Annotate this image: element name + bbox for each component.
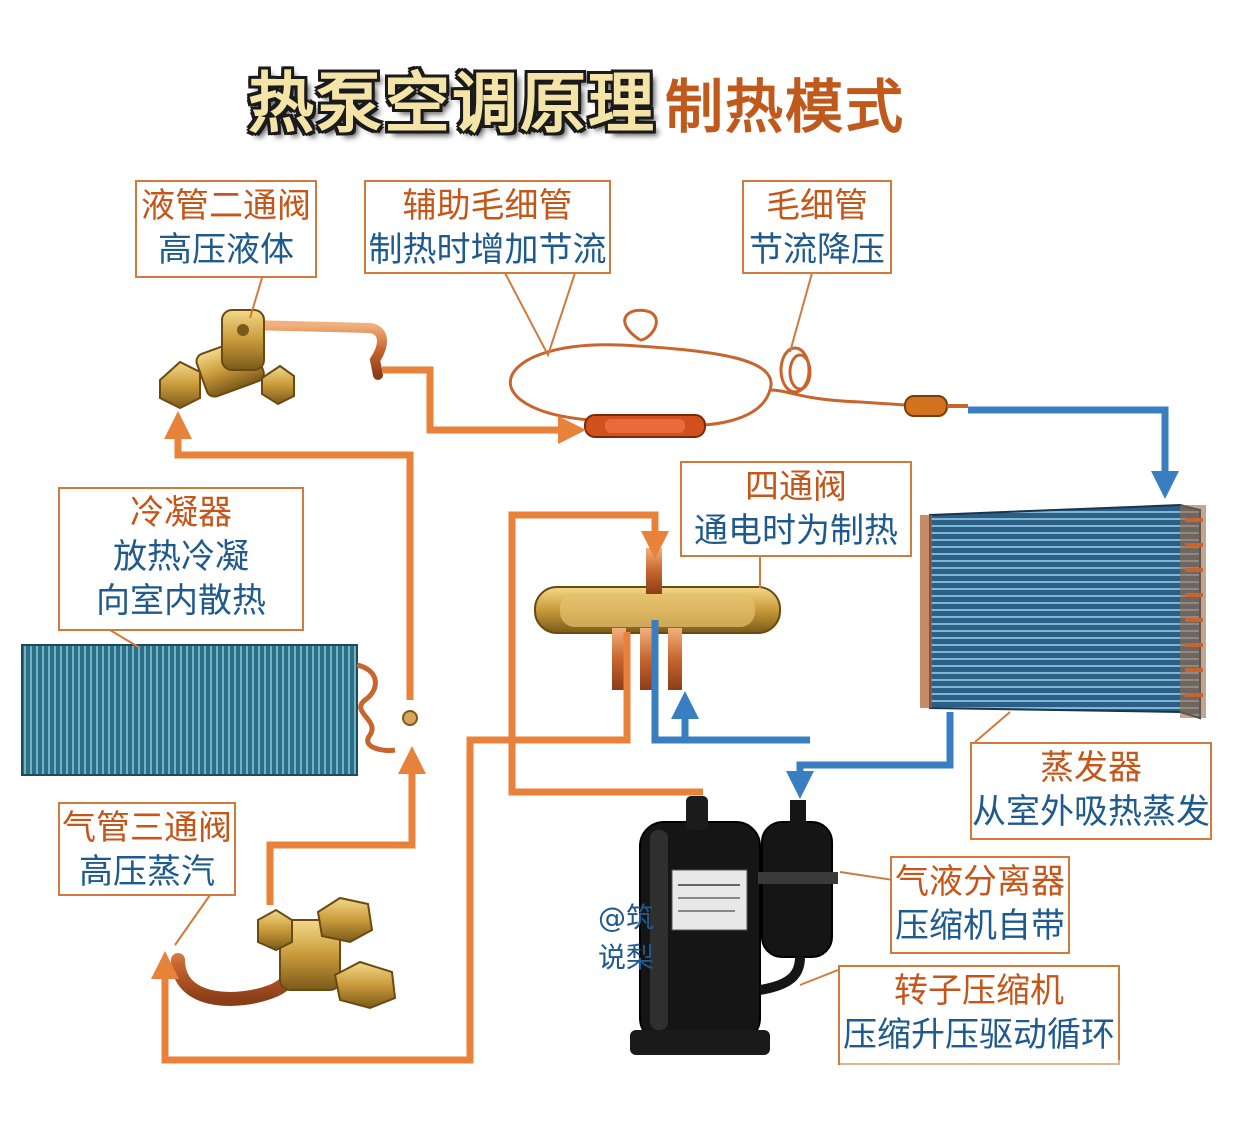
label-four-way-valve-desc: 通电时为制热 <box>694 511 898 551</box>
condenser-image <box>21 644 418 776</box>
label-liquid-valve: 液管二通阀 高压液体 <box>135 180 317 278</box>
label-evaporator: 蒸发器 从室外吸热蒸发 <box>970 742 1212 840</box>
label-evaporator-desc: 从室外吸热蒸发 <box>972 792 1210 832</box>
leader-lines <box>109 272 1011 986</box>
label-condenser-desc2: 向室内散热 <box>96 581 266 621</box>
label-separator-name: 气液分离器 <box>895 862 1065 902</box>
bottom-fade <box>840 1060 1240 1125</box>
label-condenser-desc1: 放热冷凝 <box>113 537 249 577</box>
label-capillary: 毛细管 节流降压 <box>742 180 892 274</box>
aux-capillary-image <box>508 308 773 438</box>
label-liquid-valve-desc: 高压液体 <box>158 230 294 270</box>
label-four-way-valve: 四通阀 通电时为制热 <box>680 461 912 557</box>
label-condenser: 冷凝器 放热冷凝 向室内散热 <box>58 487 304 631</box>
label-aux-capillary: 辅助毛细管 制热时增加节流 <box>364 180 611 274</box>
watermark: @筑 说梨 <box>598 898 654 978</box>
title-main: 热泵空调原理 <box>248 65 656 142</box>
label-capillary-name: 毛细管 <box>766 186 868 226</box>
label-aux-capillary-desc: 制热时增加节流 <box>368 230 607 270</box>
label-four-way-valve-name: 四通阀 <box>745 467 847 507</box>
title-sub: 制热模式 <box>665 73 906 141</box>
label-gas-valve-desc: 高压蒸汽 <box>79 852 215 892</box>
label-aux-capillary-name: 辅助毛细管 <box>402 186 573 226</box>
capillary-image <box>769 346 968 417</box>
compressor-image <box>630 796 838 1055</box>
label-compressor-name: 转子压缩机 <box>894 971 1064 1011</box>
gas-valve-image <box>171 896 397 1010</box>
label-compressor: 转子压缩机 压缩升压驱动循环 <box>838 965 1120 1065</box>
label-evaporator-name: 蒸发器 <box>1040 748 1142 788</box>
label-compressor-desc: 压缩升压驱动循环 <box>843 1015 1115 1055</box>
label-gas-valve-name: 气管三通阀 <box>62 808 232 848</box>
label-separator-desc: 压缩机自带 <box>895 906 1065 946</box>
evaporator-image <box>920 503 1206 720</box>
cold-flow-path <box>651 406 1179 799</box>
label-gas-valve: 气管三通阀 高压蒸汽 <box>58 802 236 896</box>
watermark-line1: @筑 <box>598 901 655 934</box>
liquid-valve-image <box>159 309 387 410</box>
watermark-line2: 说梨 <box>598 941 655 974</box>
label-liquid-valve-name: 液管二通阀 <box>141 186 311 226</box>
four-way-valve-image <box>534 548 781 690</box>
label-capillary-desc: 节流降压 <box>749 230 885 270</box>
label-separator: 气液分离器 压缩机自带 <box>890 856 1070 954</box>
label-condenser-name: 冷凝器 <box>130 493 232 533</box>
hot-flow-path <box>151 366 703 1064</box>
